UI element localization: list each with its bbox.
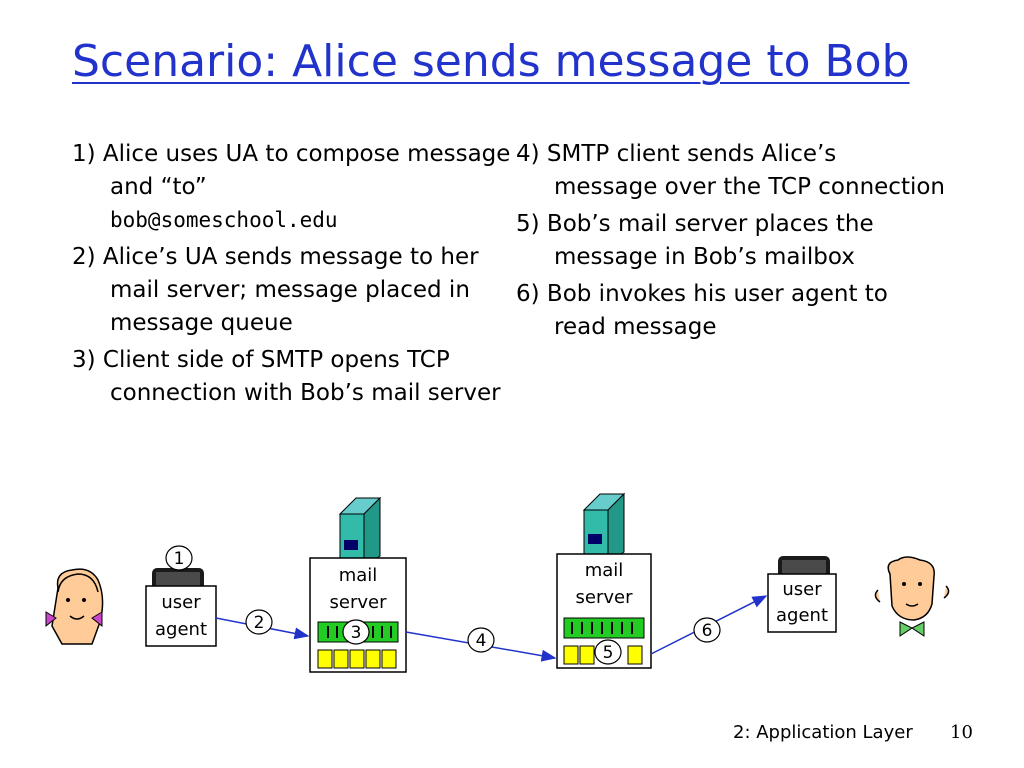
alice-ua-label-line2: agent — [155, 619, 207, 640]
bob-server-label-line2: server — [576, 587, 634, 608]
step-text: Bob invokes his user agent to read messa… — [546, 281, 888, 340]
steps-right-column: 4) SMTP client sends Alice’s message ove… — [516, 138, 946, 348]
badge-1: 1 — [165, 545, 193, 571]
bob-server-tower-icon — [582, 492, 626, 563]
step-text: Client side of SMTP opens TCP connection… — [102, 347, 501, 406]
step-4: 4) SMTP client sends Alice’s message ove… — [516, 138, 946, 204]
message-queue — [563, 617, 645, 639]
alice-server-label-line1: mail — [339, 565, 378, 586]
step-6: 6) Bob invokes his user agent to read me… — [516, 278, 946, 344]
bob-server-label-line1: mail — [585, 560, 624, 581]
step-text: Alice uses UA to compose message and “to… — [102, 141, 511, 200]
alice-icon — [45, 568, 104, 645]
step-badges: 1 2 3 4 5 6 — [165, 545, 721, 665]
badge-2: 2 — [245, 609, 273, 635]
alice-server-label-line2: server — [330, 592, 388, 613]
step-number: 6) — [516, 281, 540, 307]
step-2: 2) Alice’s UA sends message to her mail … — [72, 241, 512, 340]
alice-server-tower-icon — [338, 496, 382, 567]
step-text: Alice’s UA sends message to her mail ser… — [102, 244, 479, 336]
badge-2-label: 2 — [254, 613, 265, 633]
mailboxes — [317, 649, 397, 669]
step-3: 3) Client side of SMTP opens TCP connect… — [72, 344, 512, 410]
slide-title: Scenario: Alice sends message to Bob — [72, 36, 910, 87]
steps-left-column: 1) Alice uses UA to compose message and … — [72, 138, 512, 414]
step-1: 1) Alice uses UA to compose message and … — [72, 138, 512, 237]
email-address: bob@someschool.edu — [110, 208, 338, 232]
step-text: Bob’s mail server places the message in … — [546, 211, 874, 270]
step-number: 4) — [516, 141, 540, 167]
badge-5: 5 — [594, 639, 622, 665]
bob-user-agent: user agent — [767, 573, 837, 633]
step-number: 1) — [72, 141, 96, 167]
badge-6: 6 — [693, 617, 721, 643]
badge-5-label: 5 — [603, 643, 614, 663]
step-number: 2) — [72, 244, 96, 270]
alice-ua-label-line1: user — [161, 592, 201, 613]
bob-ua-label-line2: agent — [776, 605, 828, 626]
step-number: 5) — [516, 211, 540, 237]
step-5: 5) Bob’s mail server places the message … — [516, 208, 946, 274]
badge-6-label: 6 — [702, 621, 713, 641]
badge-3: 3 — [342, 619, 370, 645]
badge-1-label: 1 — [174, 549, 185, 569]
step-text: SMTP client sends Alice’s message over t… — [546, 141, 945, 200]
alice-mail-server: mail server — [309, 557, 407, 673]
badge-4-label: 4 — [476, 631, 487, 651]
badge-3-label: 3 — [351, 623, 362, 643]
flow-arrows — [215, 595, 768, 662]
page-number: 10 — [950, 722, 973, 743]
mailboxes — [563, 645, 643, 665]
badge-4: 4 — [467, 627, 495, 653]
alice-user-agent: user agent — [145, 585, 217, 647]
footer-label: 2: Application Layer — [733, 722, 913, 743]
bob-icon — [874, 556, 950, 637]
step-number: 3) — [72, 347, 96, 373]
bob-ua-label-line1: user — [782, 579, 822, 600]
